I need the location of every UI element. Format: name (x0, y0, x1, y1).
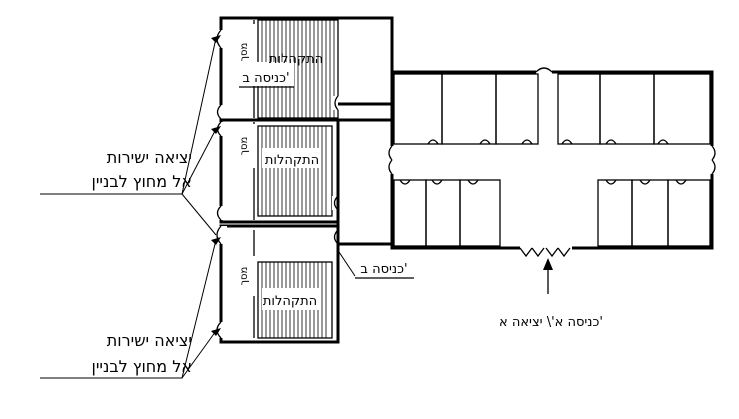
hall-1: מסך התקהלות כניסה ב' (215, 16, 394, 122)
office-wing (386, 64, 718, 258)
bottom-offices (393, 179, 711, 247)
hall-2: מסך התקהלות (215, 118, 344, 245)
hall-3-screen-label: מסך (239, 267, 250, 286)
entrance-b: כניסה ב' (338, 251, 414, 279)
exit-direct-label-top: יציאה ישירות (107, 148, 192, 167)
entrance-b-label: כניסה ב' (360, 262, 407, 277)
corridor-connector (336, 102, 392, 246)
hall-2-screen-label: מסך (239, 137, 250, 156)
hall-3-assembly-label: התקהלות (263, 294, 317, 309)
hall-2-assembly-label: התקהלות (265, 153, 319, 168)
hall-1-assembly-label: התקהלות (269, 52, 323, 67)
outside-building-label-top: אל מחוץ לבניין (91, 172, 192, 191)
main-entrance-doors (519, 244, 572, 258)
outside-building-label-bottom: אל מחוץ לבניין (91, 357, 192, 376)
exit-legend-bottom: יציאה ישירות אל מחוץ לבניין (40, 237, 221, 379)
exit-legend-top: יציאה ישירות אל מחוץ לבניין (40, 35, 221, 236)
top-offices (393, 73, 711, 145)
hall-1-screen-label: מסך (239, 43, 250, 62)
entrance-a-exit-a-label: כניסה א'\ יציאה א' (499, 315, 603, 330)
hall-3: מסך התקהלות (215, 224, 340, 344)
arrow-up-icon (543, 258, 553, 270)
exit-direct-label-bottom: יציאה ישירות (107, 331, 192, 350)
entrance-a: כניסה א'\ יציאה א' (499, 258, 603, 330)
hall-2-seating-rows (261, 126, 327, 216)
entrance-b-top-label: כניסה ב' (242, 71, 289, 86)
